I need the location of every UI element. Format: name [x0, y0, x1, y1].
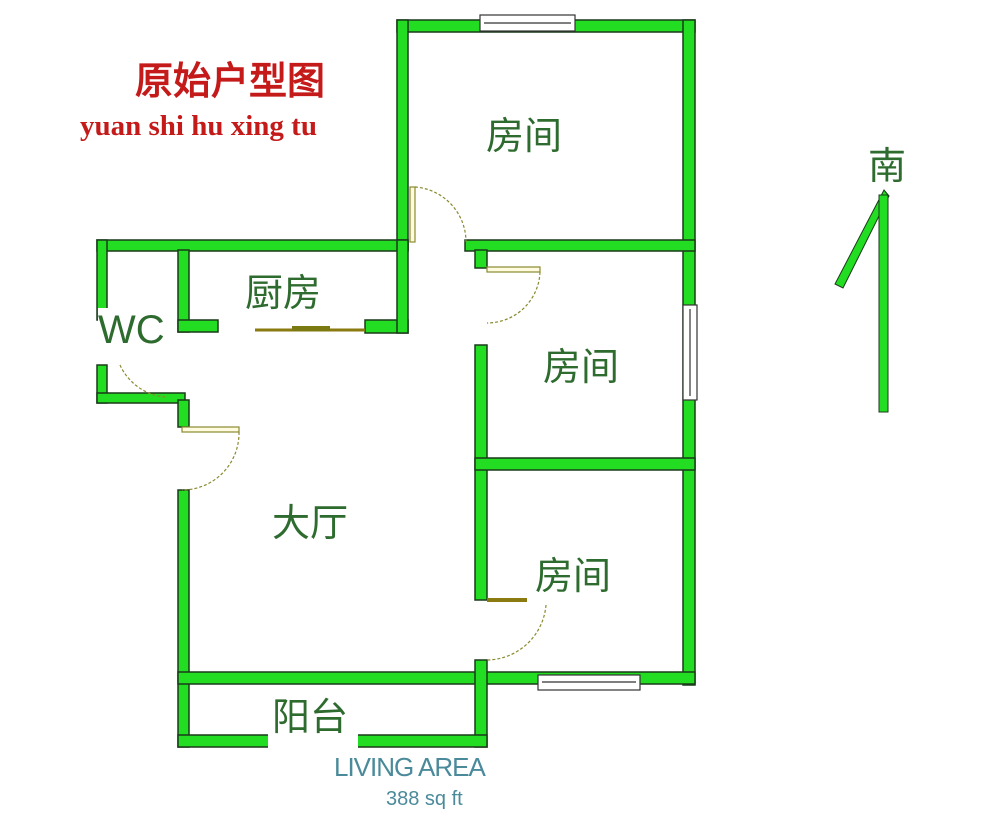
- wall: [474, 344, 488, 601]
- room-label-kitchen: 厨房: [245, 271, 322, 315]
- room-label-living-room: 大厅: [272, 501, 349, 545]
- windows: [479, 14, 698, 691]
- plan-title: 原始户型图: [135, 59, 326, 103]
- compass-label: 南: [868, 144, 907, 188]
- wall: [396, 19, 409, 251]
- door-middle-bedroom: [486, 266, 541, 273]
- door-top-bedroom: [409, 186, 416, 243]
- wall: [396, 239, 409, 334]
- room-label-wc: WC: [98, 308, 165, 353]
- wall: [474, 659, 488, 748]
- living-area-value: 388 sq ft: [386, 788, 463, 810]
- wall: [177, 319, 219, 333]
- wall: [96, 239, 409, 252]
- room-label-balcony: 阳台: [272, 695, 349, 739]
- wall: [474, 249, 488, 269]
- room-label-bedroom-bottom: 房间: [535, 554, 612, 598]
- balcony-opening: [268, 732, 358, 750]
- plan-title-pinyin: yuan shi hu xing tu: [80, 110, 317, 142]
- compass-arrow-icon: [834, 189, 890, 413]
- doors: [119, 186, 547, 661]
- door-living: [181, 426, 240, 433]
- wall: [177, 489, 190, 748]
- door-wc: [119, 364, 166, 398]
- wall: [177, 399, 190, 428]
- room-label-bedroom-middle: 房间: [543, 345, 620, 389]
- wall: [96, 392, 186, 404]
- wall: [464, 239, 696, 252]
- living-area-label: LIVING AREA: [334, 752, 486, 782]
- wall: [474, 457, 696, 471]
- room-label-bedroom-top: 房间: [486, 114, 563, 158]
